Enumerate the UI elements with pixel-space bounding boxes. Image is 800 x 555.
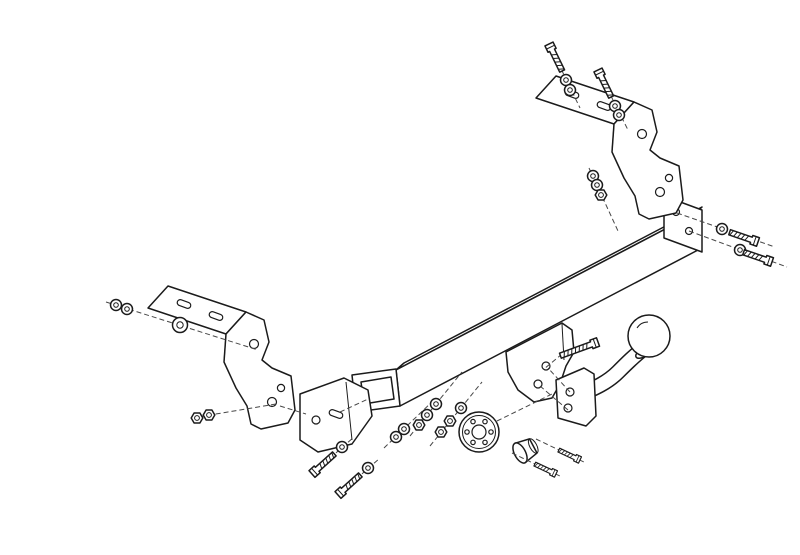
socket-plate-center-hole: [471, 424, 487, 440]
foot-hole: [563, 403, 573, 413]
nut: [443, 415, 457, 427]
fasteners: [109, 41, 775, 500]
left-mounting-bracket: [148, 286, 295, 429]
washer: [454, 401, 468, 415]
washer: [429, 397, 443, 411]
bolt: [334, 470, 365, 500]
washer: [335, 440, 349, 454]
bolt: [741, 247, 775, 268]
nut: [594, 189, 608, 201]
socket-mounting-plate: [458, 411, 500, 453]
bolt: [544, 41, 567, 74]
washer: [612, 108, 626, 122]
washer: [361, 461, 375, 475]
clevis-hole: [541, 361, 551, 371]
washer: [397, 422, 411, 436]
bolt: [727, 227, 761, 248]
washer: [120, 302, 134, 316]
washer: [171, 316, 189, 334]
washer: [420, 408, 434, 422]
tow-ball: [627, 314, 671, 358]
mid-support-bracket: [299, 377, 373, 453]
bolt: [533, 461, 557, 477]
bolt: [557, 447, 581, 463]
bolt: [308, 449, 339, 479]
washer: [715, 222, 729, 236]
mid-bracket-hole: [311, 415, 321, 425]
washer: [109, 298, 123, 312]
nut: [412, 419, 426, 431]
assembly-guide-lines: [105, 47, 788, 496]
ball-highlight: [636, 321, 649, 329]
nut: [190, 412, 204, 424]
nut: [202, 409, 216, 421]
neck-foot-flange: [555, 367, 597, 427]
nut: [434, 426, 448, 438]
swan-neck-towball: [555, 314, 671, 427]
washer: [590, 178, 604, 192]
washer: [563, 83, 577, 97]
